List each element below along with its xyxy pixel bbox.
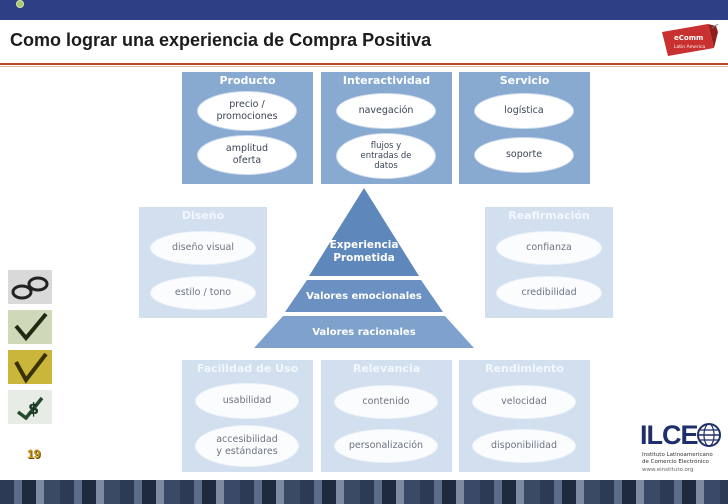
checkmark-icon: [8, 310, 52, 344]
top-bar: [0, 0, 728, 20]
panel-reafirmacion: Reafirmación confianza credibilidad: [485, 207, 613, 318]
panel-title: Diseño: [181, 209, 225, 222]
pill-item: usabilidad: [196, 384, 298, 418]
panel-title: Relevancia: [352, 362, 421, 375]
panel-title: Reafirmación: [508, 209, 590, 222]
pill-item: contenido: [335, 386, 437, 418]
pill-item: estilo / tono: [151, 277, 255, 309]
panel-facilidad: Facilidad de Uso usabilidad accesibilida…: [182, 360, 313, 472]
panel-title: Facilidad de Uso: [196, 362, 299, 375]
pill-item: credibilidad: [497, 277, 601, 309]
panel-title: Producto: [219, 74, 276, 87]
pill-item: accesibilidad y estándares: [196, 426, 298, 466]
pill-item: velocidad: [473, 386, 575, 418]
panel-title: Interactividad: [342, 74, 431, 87]
panel-diseno: Diseño diseño visual estilo / tono: [139, 207, 267, 318]
pyramid-label-emocionales: Valores emocionales: [306, 291, 422, 302]
bullet-dot-icon: [16, 0, 24, 8]
pill-item: precio / promociones: [198, 92, 296, 130]
panel-title: Servicio: [499, 74, 550, 87]
title-underline: [0, 63, 728, 65]
panel-relevancia: Relevancia contenido personalización: [321, 360, 452, 472]
title-underline-secondary: [0, 66, 728, 67]
pill-item: confianza: [497, 232, 601, 264]
pill-item: logística: [475, 94, 573, 128]
ilce-url: www.einstituto.org: [642, 467, 694, 473]
ilce-logo-text: ILCE: [640, 420, 699, 450]
footer-photo-strip: [0, 480, 728, 504]
svg-text:eComm: eComm: [674, 34, 703, 42]
pill-item: navegación: [337, 94, 435, 128]
panel-title: Rendimiento: [485, 362, 564, 375]
slide-title: Como lograr una experiencia de Compra Po…: [10, 30, 432, 50]
page-number: 19: [27, 447, 41, 461]
globe-icon: [697, 423, 721, 447]
pyramid-label-experiencia: Experiencia Prometida: [329, 239, 399, 264]
pyramid-top-segment: [309, 188, 419, 276]
values-pyramid-diagram: [254, 188, 474, 348]
ecommerce-badge-logo: eComm Latin America: [662, 23, 719, 56]
pill-item: disponibilidad: [473, 430, 575, 462]
pyramid-label-racionales: Valores racionales: [312, 327, 416, 338]
pill-item: diseño visual: [151, 232, 255, 264]
svg-text:$: $: [28, 399, 39, 418]
infinity-symbol-icon: [8, 270, 52, 304]
ilce-subtitle: Instituto Latinoamericano de Comercio El…: [642, 452, 713, 465]
svg-text:Latin America: Latin America: [674, 44, 705, 50]
ilce-logo: ILCE Instituto Latinoamericano de Comerc…: [640, 418, 724, 474]
panel-servicio: Servicio logística soporte: [459, 72, 590, 184]
panel-interactividad: Interactividad navegación flujos y entra…: [321, 72, 452, 184]
pill-item: amplitud oferta: [198, 136, 296, 174]
checkmark-gold-icon: [8, 350, 52, 384]
pyramid-middle-segment: [285, 280, 443, 312]
dollar-sign-icon: $: [8, 390, 52, 424]
pill-item: personalización: [335, 430, 437, 462]
panel-producto: Producto precio / promociones amplitud o…: [182, 72, 313, 184]
pyramid-bottom-segment: [254, 316, 474, 348]
pill-item: flujos y entradas de datos: [337, 134, 435, 178]
pill-item: soporte: [475, 138, 573, 172]
panel-rendimiento: Rendimiento velocidad disponibilidad: [459, 360, 590, 472]
